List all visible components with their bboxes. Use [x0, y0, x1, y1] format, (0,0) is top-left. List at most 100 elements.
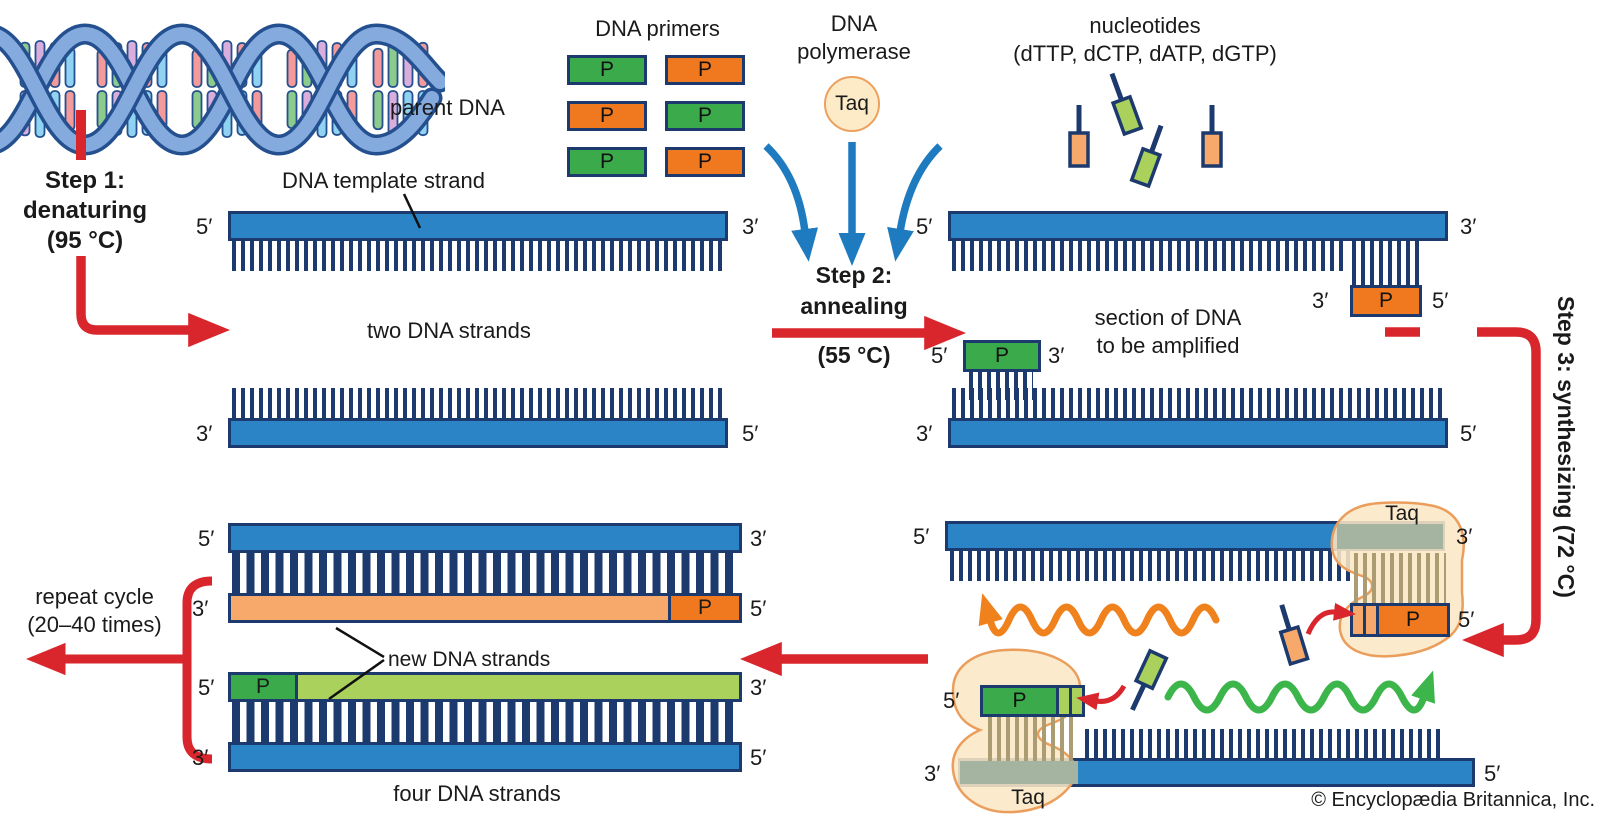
base-pair-rungs	[232, 702, 738, 742]
strand-teeth	[232, 241, 724, 271]
dna-primers-title: DNA primers	[595, 16, 720, 41]
nucleotides-label: nucleotides (dTTP, dCTP, dATP, dGTP)	[995, 12, 1295, 68]
step2-label: Step 2: annealing (55 °C)	[774, 262, 934, 369]
primer-box: P	[567, 147, 647, 177]
prime-label: 5′	[198, 526, 215, 551]
repeat-line2: (20–40 times)	[27, 612, 162, 637]
primer-letter: P	[1378, 289, 1393, 312]
template-strand-bottom-left	[228, 418, 728, 448]
prime-label: 3′	[1312, 288, 1329, 313]
prime-label: 3′	[916, 421, 933, 446]
taq-label: Taq	[835, 92, 869, 115]
strand-shaded-by-taq	[960, 761, 1078, 784]
primer-letter: P	[599, 58, 614, 81]
nucleotide-icon-orange	[1068, 105, 1090, 168]
primer-letter: P	[599, 104, 614, 127]
final-strand-3-new: P	[228, 672, 742, 702]
nucleotides-line2: (dTTP, dCTP, dATP, dGTP)	[1013, 41, 1277, 66]
pour-arrow-left	[763, 143, 819, 262]
taq-label-lower: Taq	[1011, 786, 1045, 809]
step3-label: Step 3: synthesizing (72 °C)	[1553, 296, 1579, 598]
prime-label: 5′	[913, 524, 930, 549]
prime-label: 5′	[943, 688, 960, 713]
wavy-arrow-green	[1164, 670, 1435, 714]
primer-box: P	[567, 55, 647, 85]
new-nucleotide-segment	[1353, 606, 1363, 634]
step1-line3: (95 °C)	[46, 227, 124, 254]
template-strand-top-right	[948, 211, 1448, 241]
strand-teeth-in-taq	[1354, 553, 1446, 603]
two-dna-strands-label: two DNA strands	[367, 318, 531, 343]
parent-dna-label: parent DNA	[390, 95, 505, 120]
step2-line3: (55 °C)	[817, 342, 891, 368]
template-strand-top-left	[228, 211, 728, 241]
primer-letter: P	[1012, 689, 1027, 712]
polymerase-line1: DNA	[830, 11, 878, 36]
prime-label: 5′	[198, 675, 215, 700]
step3-arrow	[1462, 327, 1541, 658]
parent-dna-helix	[0, 23, 445, 156]
nucleotide-icon-green	[1109, 72, 1144, 137]
step2-line1: Step 2:	[815, 262, 893, 288]
new-nucleotide-segment	[1366, 606, 1376, 634]
primer-letter: P	[697, 58, 712, 81]
prime-label: 3′	[1456, 524, 1473, 549]
annealed-primer-orange: P	[1350, 285, 1422, 317]
section-line2: to be amplified	[1096, 333, 1240, 358]
strand-teeth-in-taq	[988, 717, 1078, 761]
polymerase-line2: polymerase	[797, 39, 911, 64]
template-strand-bottom-right	[948, 418, 1448, 448]
final-strand-2-new: P	[228, 593, 742, 623]
dna-polymerase-label: DNA polymerase	[789, 10, 919, 66]
new-dna-strands-label: new DNA strands	[388, 648, 551, 671]
primer-letter: P	[697, 104, 712, 127]
new-nucleotide-segment	[1072, 688, 1082, 714]
nucleotide-icon-orange	[1278, 604, 1310, 667]
prime-label: 3′	[750, 675, 767, 700]
taq-label-upper: Taq	[1385, 502, 1419, 525]
join-arrow-upper	[1305, 602, 1356, 636]
new-strands-fork-upper	[335, 626, 385, 659]
step1-line1: Step 1:	[44, 167, 125, 194]
wavy-arrow-orange	[978, 593, 1220, 637]
prime-label: 5′	[916, 214, 933, 239]
prime-label: 5′	[1432, 288, 1449, 313]
new-nucleotide-segment	[1059, 688, 1069, 714]
primer-box: P	[665, 55, 745, 85]
nucleotide-icon-green	[1130, 648, 1169, 711]
prime-label: 3′	[924, 761, 941, 786]
base-pair-rungs	[232, 553, 738, 593]
primer-box: P	[665, 147, 745, 177]
primer-segment-green: P	[228, 672, 298, 702]
strand-teeth	[950, 551, 1350, 581]
prime-label: 5′	[1484, 761, 1501, 786]
final-strand-1	[228, 523, 742, 553]
repeat-cycle-label: repeat cycle (20–40 times)	[12, 583, 177, 639]
taq-enzyme-circle: Taq	[824, 76, 880, 132]
copyright-notice: © Encyclopædia Britannica, Inc.	[1311, 789, 1595, 811]
primer-box: P	[567, 101, 647, 131]
step1-line2: denaturing	[23, 197, 147, 224]
strand-teeth	[1085, 729, 1443, 758]
primer-letter: P	[994, 344, 1009, 367]
nucleotide-icon-orange	[1201, 105, 1223, 168]
prime-label: 5′	[1460, 421, 1477, 446]
prime-label: 3′	[750, 526, 767, 551]
step1-label: Step 1: denaturing (95 °C)	[0, 166, 170, 256]
growing-strand-orange: P	[1350, 603, 1450, 637]
prime-label: 5′	[1458, 607, 1475, 632]
final-strand-4	[228, 742, 742, 772]
growing-strand-green: P	[980, 685, 1085, 717]
primer-letter: P	[697, 150, 712, 173]
repeat-line1: repeat cycle	[35, 584, 154, 609]
prime-label: 3′	[1048, 343, 1065, 368]
prime-label: 3′	[192, 745, 209, 770]
strand-teeth	[232, 388, 724, 418]
primer-letter: P	[255, 675, 270, 698]
join-arrow-lower	[1076, 684, 1127, 711]
strand-teeth-long	[1352, 241, 1420, 287]
primer-letter: P	[599, 150, 614, 173]
prime-label: 3′	[196, 421, 213, 446]
four-dna-strands-label: four DNA strands	[393, 781, 561, 806]
primer-segment-green: P	[983, 688, 1056, 714]
